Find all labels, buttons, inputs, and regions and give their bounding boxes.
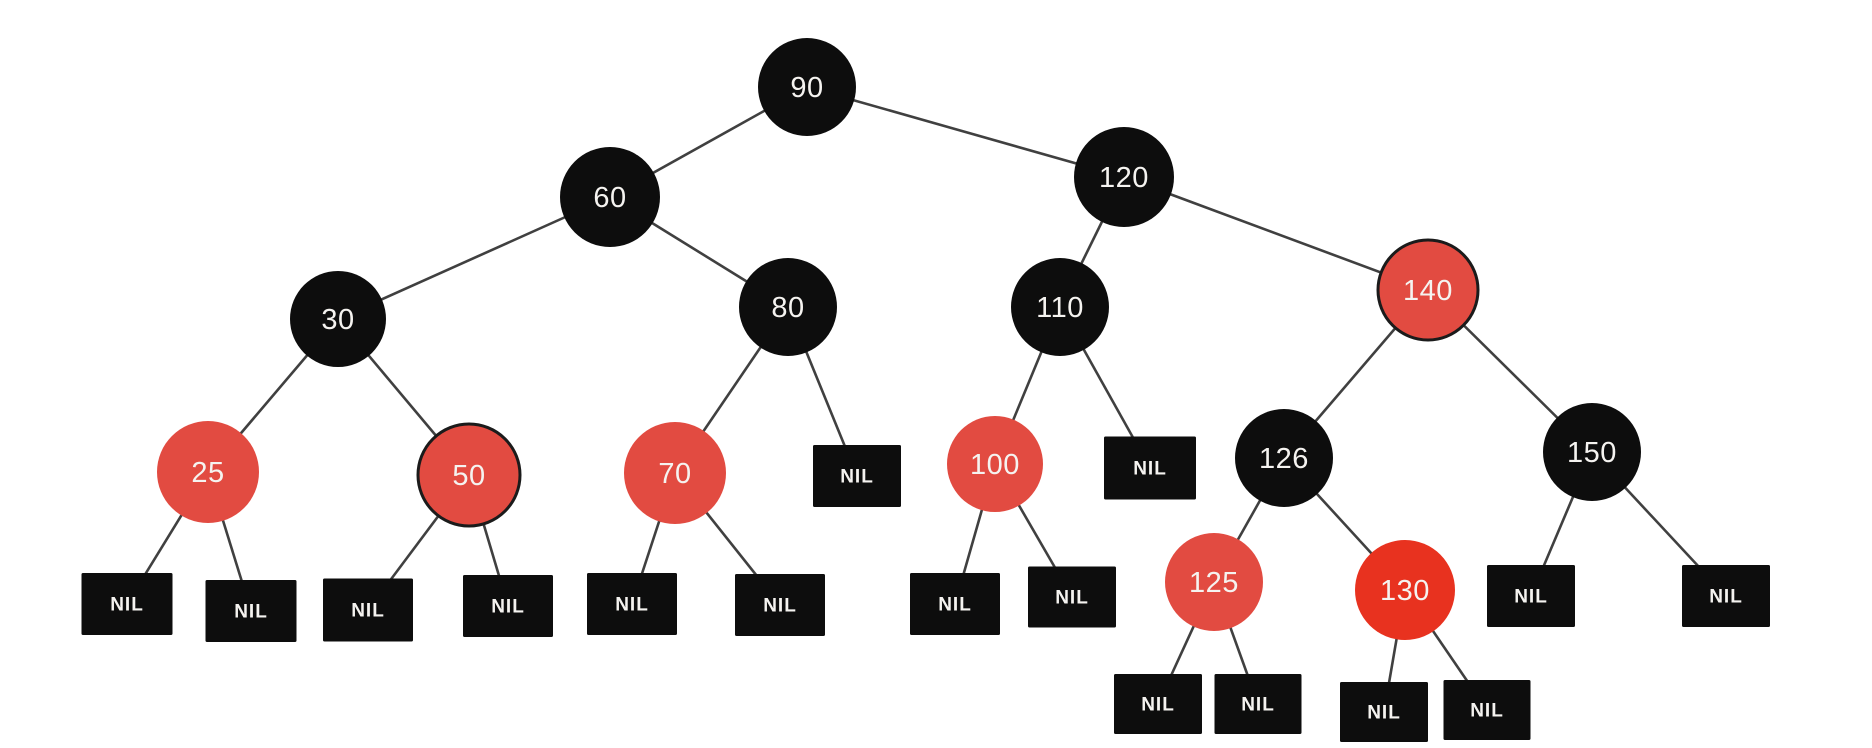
tree-node-label-130: 130 (1380, 575, 1430, 607)
nil-leaf-label: NIL (234, 602, 268, 623)
tree-node-label-60: 60 (593, 182, 626, 214)
nil-leaf-box (205, 580, 297, 642)
tree-node-label-140: 140 (1403, 275, 1453, 307)
tree-node-label-80: 80 (771, 292, 804, 324)
nil-leaf-label: NIL (1055, 588, 1089, 609)
nil-leaf-nil16: NIL (1682, 565, 1770, 627)
tree-node-label-25: 25 (191, 457, 224, 489)
nil-leaf-nil11: NIL (1114, 674, 1202, 734)
tree-node-circle-140 (1376, 238, 1480, 342)
tree-node-label-50: 50 (452, 460, 485, 492)
nil-leaf-nil15: NIL (1487, 565, 1575, 627)
tree-node-100: 100 (947, 416, 1043, 512)
nil-leaf-label: NIL (763, 596, 797, 617)
nil-leaf-label: NIL (1514, 587, 1548, 608)
tree-node-circle-130 (1355, 540, 1455, 640)
nil-leaf-box (587, 573, 677, 635)
nil-leaf-box (81, 573, 173, 635)
nil-leaf-label: NIL (491, 597, 525, 618)
tree-node-label-70: 70 (658, 458, 691, 490)
tree-node-50: 50 (416, 422, 522, 528)
tree-node-60: 60 (560, 147, 660, 247)
nil-leaf-label: NIL (1470, 701, 1504, 722)
nil-leaf-nil1: NIL (81, 573, 173, 635)
tree-node-110: 110 (1011, 258, 1109, 356)
tree-node-130: 130 (1355, 540, 1455, 640)
tree-node-140: 140 (1376, 238, 1480, 342)
nil-leaf-nil14: NIL (1443, 680, 1531, 740)
nil-leaf-box (1340, 682, 1428, 742)
tree-node-125: 125 (1165, 533, 1263, 631)
nil-leaf-nil7: NIL (813, 445, 901, 507)
nil-leaf-box (1487, 565, 1575, 627)
tree-node-circle-50 (416, 422, 522, 528)
nil-leaf-box (1104, 436, 1196, 500)
nil-leaf-nil5: NIL (587, 573, 677, 635)
nil-leaf-nil13: NIL (1340, 682, 1428, 742)
tree-node-label-150: 150 (1567, 437, 1617, 469)
nil-leaf-nil10: NIL (1104, 436, 1196, 500)
nil-leaf-nil9: NIL (1028, 566, 1116, 628)
nil-leaf-box (813, 445, 901, 507)
tree-node-circle-150 (1543, 403, 1641, 501)
tree-node-120: 120 (1074, 127, 1174, 227)
nil-leaf-label: NIL (938, 595, 972, 616)
tree-node-circle-90 (758, 38, 856, 136)
nil-leaf-label: NIL (615, 595, 649, 616)
tree-node-80: 80 (739, 258, 837, 356)
tree-node-label-125: 125 (1189, 567, 1239, 599)
nil-leaf-box (323, 578, 413, 642)
tree-node-circle-30 (290, 271, 386, 367)
nil-leaf-nil6: NIL (735, 574, 825, 636)
nil-leaf-nil8: NIL (910, 573, 1000, 635)
tree-node-circle-25 (157, 421, 259, 523)
nil-leaf-label: NIL (1241, 695, 1275, 716)
nil-leaf-label: NIL (1709, 587, 1743, 608)
tree-node-90: 90 (758, 38, 856, 136)
tree-node-150: 150 (1543, 403, 1641, 501)
tree-node-circle-126 (1235, 409, 1333, 507)
tree-node-circle-110 (1011, 258, 1109, 356)
nil-leaf-box (1028, 566, 1116, 628)
tree-node-126: 126 (1235, 409, 1333, 507)
tree-edge-n90-n120 (806, 85, 1125, 179)
nil-leaf-box (1443, 680, 1531, 740)
nil-leaf-box (1114, 674, 1202, 734)
nil-leaf-label: NIL (351, 601, 385, 622)
tree-node-label-120: 120 (1099, 162, 1149, 194)
nil-leaf-label: NIL (1367, 703, 1401, 724)
tree-node-label-90: 90 (790, 72, 823, 104)
nil-leaf-box (1682, 565, 1770, 627)
tree-node-label-110: 110 (1036, 292, 1084, 324)
tree-node-label-30: 30 (321, 304, 354, 336)
tree-node-25: 25 (157, 421, 259, 523)
nil-leaf-label: NIL (1133, 459, 1167, 480)
tree-node-30: 30 (290, 271, 386, 367)
tree-node-70: 70 (624, 422, 726, 524)
tree-node-label-126: 126 (1259, 443, 1309, 475)
nil-leaf-nil12: NIL (1214, 674, 1302, 734)
nil-leaf-nil2: NIL (205, 580, 297, 642)
nil-leaf-box (463, 575, 553, 637)
nil-leaf-box (1214, 674, 1302, 734)
tree-node-circle-120 (1074, 127, 1174, 227)
nil-leaf-label: NIL (110, 595, 144, 616)
nil-leaf-box (735, 574, 825, 636)
tree-edge-n120-n140 (1123, 175, 1429, 292)
tree-node-circle-60 (560, 147, 660, 247)
nil-leaf-label: NIL (1141, 695, 1175, 716)
nil-leaf-box (910, 573, 1000, 635)
nil-leaf-nil4: NIL (463, 575, 553, 637)
tree-node-circle-70 (624, 422, 726, 524)
nil-leaf-nil3: NIL (323, 578, 413, 642)
nil-leaf-label: NIL (840, 467, 874, 488)
tree-node-circle-80 (739, 258, 837, 356)
tree-node-circle-100 (947, 416, 1043, 512)
tree-node-circle-125 (1165, 533, 1263, 631)
tree-node-label-100: 100 (970, 449, 1020, 481)
